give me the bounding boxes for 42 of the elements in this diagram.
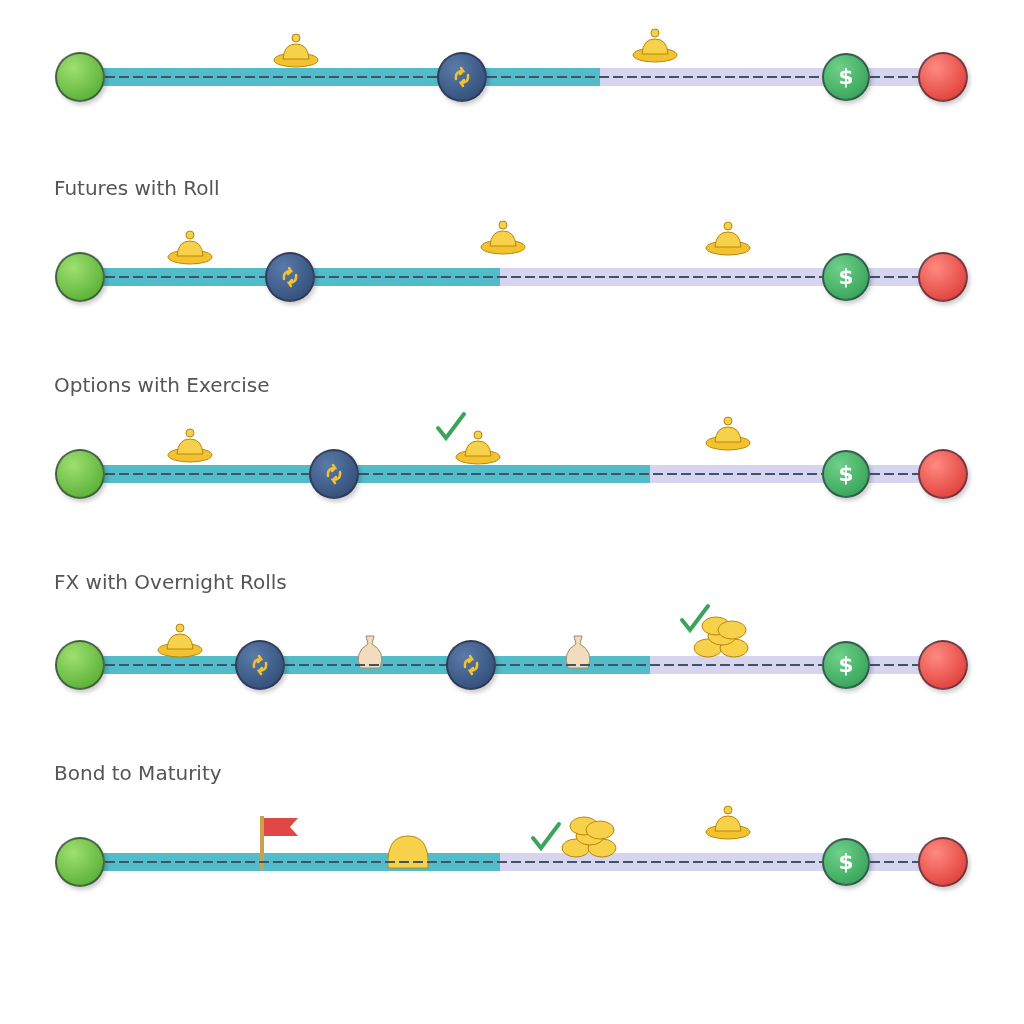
payment-circle xyxy=(822,838,870,886)
end-circle xyxy=(918,449,968,499)
timeline-line xyxy=(869,664,919,666)
payment-circle xyxy=(822,450,870,498)
start-circle xyxy=(55,252,105,302)
timeline-line xyxy=(869,473,919,475)
timeline-line xyxy=(284,664,447,666)
payment-circle xyxy=(822,53,870,101)
row-title: Futures with Roll xyxy=(54,176,220,200)
roll-circle xyxy=(235,640,285,690)
dollar-sign: $ xyxy=(838,851,854,873)
roll-circle xyxy=(446,640,496,690)
timeline-line xyxy=(104,276,266,278)
start-circle xyxy=(55,52,105,102)
payment-circle xyxy=(822,253,870,301)
start-circle xyxy=(55,837,105,887)
timeline-line xyxy=(869,861,919,863)
row-title: Bond to Maturity xyxy=(54,761,222,785)
end-circle xyxy=(918,52,968,102)
start-circle xyxy=(55,640,105,690)
timeline-line xyxy=(869,76,919,78)
end-circle xyxy=(918,252,968,302)
row-title: Options with Exercise xyxy=(54,373,270,397)
end-circle xyxy=(918,837,968,887)
timeline-line xyxy=(104,861,823,863)
timeline-line xyxy=(314,276,823,278)
dollar-sign: $ xyxy=(838,266,854,288)
dollar-sign: $ xyxy=(838,654,854,676)
payment-circle xyxy=(822,641,870,689)
dollar-sign: $ xyxy=(838,66,854,88)
end-circle xyxy=(918,640,968,690)
dollar-sign: $ xyxy=(838,463,854,485)
timeline-line xyxy=(104,76,438,78)
row-title: FX with Overnight Rolls xyxy=(54,570,287,594)
roll-circle xyxy=(309,449,359,499)
roll-circle xyxy=(265,252,315,302)
timeline-line xyxy=(104,473,310,475)
start-circle xyxy=(55,449,105,499)
timeline-line xyxy=(104,664,236,666)
timeline-line xyxy=(495,664,823,666)
timeline-line xyxy=(869,276,919,278)
roll-circle xyxy=(437,52,487,102)
